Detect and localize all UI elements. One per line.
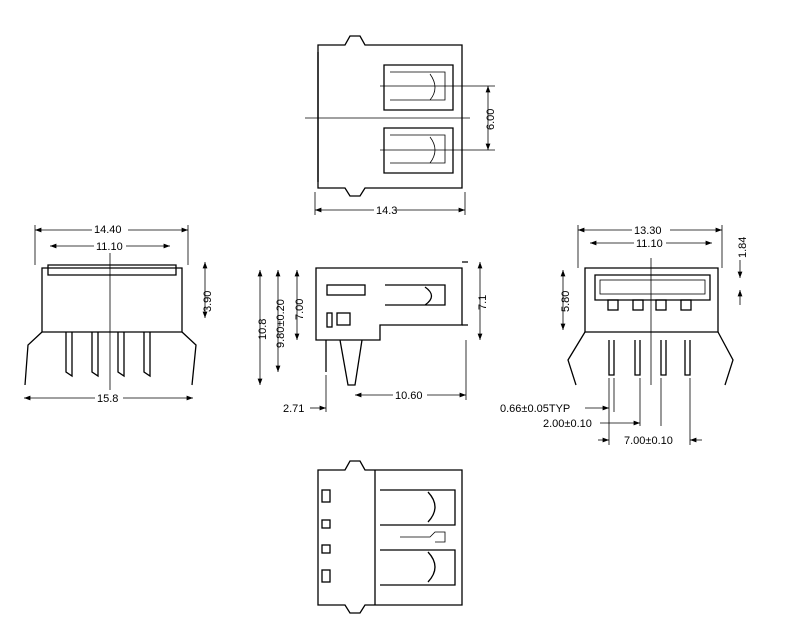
bottom-view [317,460,463,614]
dim-side-total: 10.8 [257,319,269,340]
dim-front-overall: 14.40 [94,224,122,236]
dim-side-shell: 7.00 [294,299,306,320]
dim-end-pin-span: 7.00±0.10 [624,435,673,447]
dim-end-pin-width: 0.66±0.05TYP [500,403,570,415]
front-view: 14.40 11.10 3.90 15.8 [24,222,214,405]
dim-front-height: 3.90 [202,291,214,312]
end-view: 13.30 11.10 5.80 1.84 0.66±0.05TYP 2.00±… [500,223,749,447]
dim-side-body: 9.80±0.20 [275,299,287,348]
dim-side-pin-offset: 2.71 [283,403,304,415]
dim-end-opening: 5.80 [560,291,572,312]
dim-slot-pitch: 6.00 [485,109,497,130]
dim-end-overall: 13.30 [634,225,662,237]
dim-side-depth: 10.60 [395,390,423,402]
dim-end-pin-pitch: 2.00±0.10 [543,418,592,430]
dim-front-inner: 11.10 [96,241,123,253]
dim-end-inner: 11.10 [636,238,663,250]
dim-end-top: 1.84 [737,237,749,258]
dim-side-right: 7.1 [477,295,489,310]
dim-top-width: 14.3 [376,205,397,217]
dim-front-pin-span: 15.8 [97,393,118,405]
side-view: 10.8 9.80±0.20 7.00 7.1 10.60 2.71 [257,261,489,415]
top-view: 6.00 14.3 [305,35,497,217]
